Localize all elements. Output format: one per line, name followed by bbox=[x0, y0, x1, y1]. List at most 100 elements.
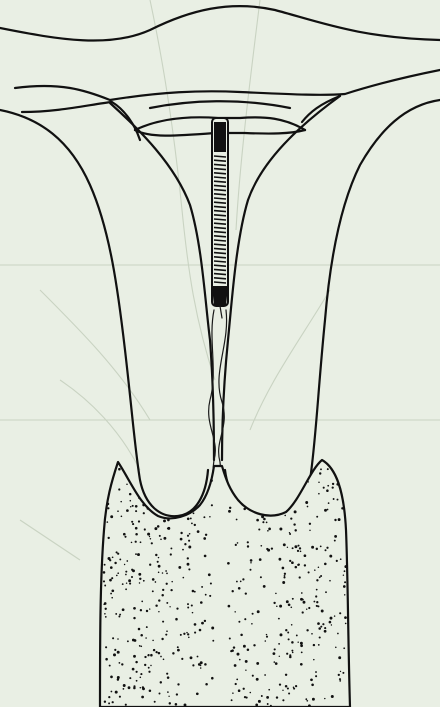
stipple-dot bbox=[318, 567, 320, 569]
stipple-dot bbox=[273, 652, 276, 655]
stipple-dot bbox=[316, 601, 318, 603]
stipple-dot bbox=[165, 570, 167, 572]
stipple-dot bbox=[158, 599, 160, 601]
stipple-dot bbox=[201, 586, 203, 588]
stipple-dot bbox=[120, 501, 122, 503]
stipple-dot bbox=[136, 671, 138, 673]
stipple-dot bbox=[117, 651, 120, 654]
stipple-dot bbox=[256, 519, 259, 522]
stipple-dot bbox=[288, 603, 291, 606]
stipple-dot bbox=[343, 574, 344, 575]
stipple-dot bbox=[331, 624, 332, 625]
stipple-dot bbox=[250, 562, 252, 564]
stipple-dot bbox=[119, 662, 121, 664]
stipple-dot bbox=[304, 564, 306, 566]
stipple-dot bbox=[247, 541, 249, 543]
stipple-dot bbox=[112, 701, 114, 703]
stipple-dot bbox=[108, 702, 110, 704]
stipple-dot bbox=[318, 644, 320, 646]
stipple-dot bbox=[104, 585, 106, 587]
stipple-dot bbox=[192, 612, 194, 614]
stipple-dot bbox=[334, 540, 336, 542]
stipple-dot bbox=[278, 643, 280, 645]
stipple-dot bbox=[187, 563, 190, 566]
stipple-dot bbox=[295, 685, 297, 687]
stipple-dot bbox=[308, 607, 310, 609]
stipple-dot bbox=[297, 550, 299, 552]
stipple-dot bbox=[175, 703, 178, 706]
stipple-dot bbox=[205, 594, 207, 596]
stipple-dot bbox=[103, 571, 106, 574]
stipple-dot bbox=[182, 549, 184, 551]
stipple-dot bbox=[117, 638, 119, 640]
stipple-dot bbox=[343, 647, 345, 649]
stipple-dot bbox=[324, 563, 327, 566]
stipple-dot bbox=[299, 576, 301, 578]
stipple-dot bbox=[131, 521, 133, 523]
stipple-dot bbox=[180, 538, 183, 541]
stipple-dot bbox=[304, 554, 307, 557]
stipple-dot bbox=[149, 608, 150, 609]
stipple-dot bbox=[141, 646, 143, 648]
stipple-dot bbox=[344, 581, 346, 583]
stipple-dot bbox=[336, 560, 338, 562]
coil-turn bbox=[214, 269, 226, 270]
stipple-dot bbox=[160, 656, 162, 658]
stipple-dot bbox=[135, 505, 138, 508]
stipple-dot bbox=[250, 692, 252, 694]
stipple-dot bbox=[107, 507, 109, 509]
stipple-dot bbox=[123, 684, 126, 687]
stipple-dot bbox=[144, 664, 146, 666]
stipple-dot bbox=[105, 608, 107, 610]
stipple-dot bbox=[127, 640, 129, 642]
stipple-dot bbox=[243, 688, 245, 690]
stipple-dot bbox=[282, 690, 283, 691]
stipple-dot bbox=[250, 559, 253, 562]
stipple-dot bbox=[273, 602, 275, 604]
stipple-dot bbox=[329, 621, 332, 624]
stipple-dot bbox=[128, 686, 131, 689]
stipple-dot bbox=[146, 626, 148, 628]
coil-turn bbox=[214, 169, 226, 170]
stipple-dot bbox=[166, 630, 168, 632]
coil-turn bbox=[214, 160, 226, 161]
stipple-dot bbox=[162, 572, 164, 574]
stipple-dot bbox=[287, 547, 288, 548]
stipple-dot bbox=[334, 519, 336, 521]
stipple-dot bbox=[314, 569, 316, 571]
stipple-dot bbox=[138, 628, 141, 631]
stipple-dot bbox=[166, 573, 168, 575]
stipple-dot bbox=[200, 601, 203, 604]
stipple-dot bbox=[299, 547, 301, 549]
stipple-dot bbox=[258, 528, 260, 530]
stipple-dot bbox=[280, 633, 283, 636]
stipple-dot bbox=[338, 674, 340, 676]
stipple-dot bbox=[243, 508, 246, 511]
left-cornu-curve bbox=[22, 102, 140, 140]
stipple-dot bbox=[266, 522, 268, 524]
stipple-dot bbox=[268, 689, 270, 691]
stipple-dot bbox=[291, 624, 293, 626]
stipple-dot bbox=[147, 533, 150, 536]
stipple-dot bbox=[268, 528, 271, 531]
stipple-dot bbox=[231, 699, 233, 701]
stipple-dot bbox=[118, 616, 120, 618]
stipple-dot bbox=[266, 636, 268, 638]
stipple-dot bbox=[176, 693, 178, 695]
stipple-dot bbox=[184, 704, 187, 707]
stipple-dot bbox=[320, 575, 322, 577]
stipple-dot bbox=[121, 663, 123, 665]
stipple-dot bbox=[166, 602, 168, 604]
stipple-dot bbox=[116, 575, 118, 577]
stipple-dot bbox=[117, 572, 119, 574]
stipple-dot bbox=[105, 646, 107, 648]
stipple-dot bbox=[325, 591, 327, 593]
stipple-dot bbox=[319, 472, 321, 474]
stipple-dot bbox=[204, 620, 206, 622]
stipple-dot bbox=[150, 538, 152, 540]
stipple-dot bbox=[282, 699, 284, 701]
stipple-dot bbox=[211, 504, 213, 506]
stipple-dot bbox=[313, 601, 315, 603]
stipple-dot bbox=[126, 483, 128, 485]
stipple-dot bbox=[321, 610, 324, 613]
